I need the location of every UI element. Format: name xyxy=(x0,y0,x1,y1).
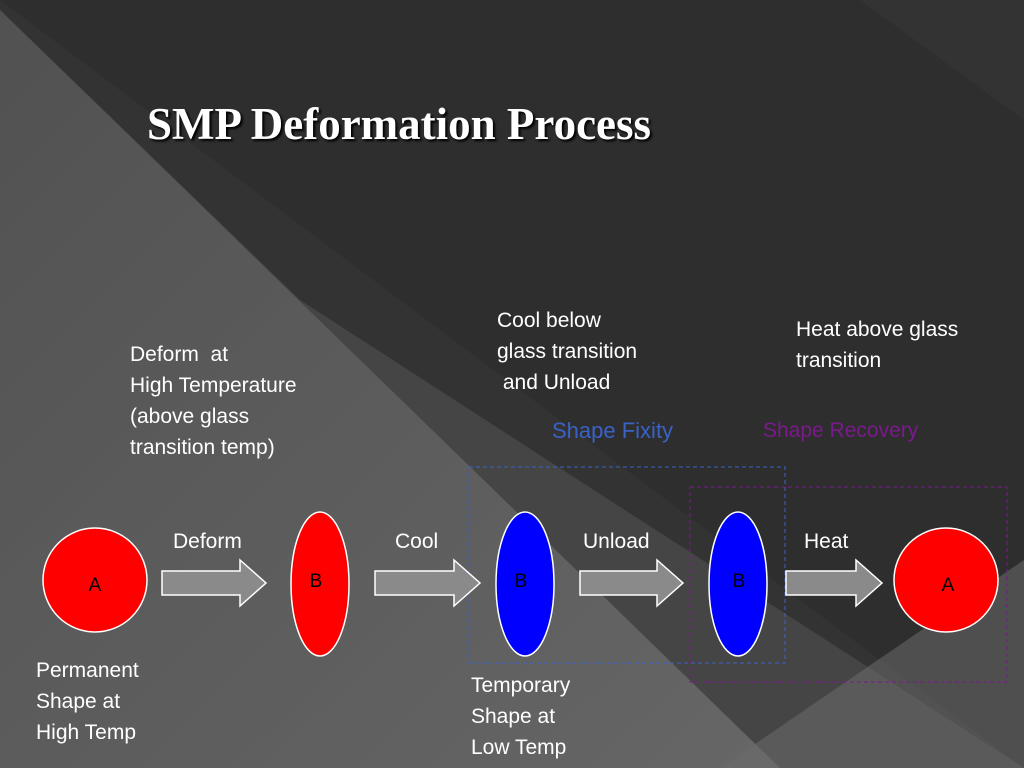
heat-condition-line: Heat above glass xyxy=(796,318,959,341)
permanent-shape-caption: Permanent Shape at High Temp xyxy=(36,655,139,748)
cool-condition-text: Cool below glass transition and Unload xyxy=(497,305,637,398)
cool-condition-line: and Unload xyxy=(497,371,611,394)
temporary-shape-line: Temporary xyxy=(471,674,571,697)
shape-label: B xyxy=(515,571,528,592)
permanent-shape-line: High Temp xyxy=(36,721,136,744)
step-cool-label: Cool xyxy=(395,530,439,553)
shape-recovery-label: Shape Recovery xyxy=(763,419,919,442)
permanent-shape-line: Shape at xyxy=(36,690,121,713)
temporary-shape-line: Low Temp xyxy=(471,736,567,759)
temporary-shape-line: Shape at xyxy=(471,705,556,728)
deform-arrow xyxy=(161,558,268,608)
deform-condition-line: Deform at xyxy=(130,343,229,366)
shape-label: A xyxy=(89,575,102,596)
deform-condition-line: High Temperature xyxy=(130,374,297,397)
deform-condition-text: Deform at High Temperature (above glass … xyxy=(130,339,297,463)
permanent-shape-line: Permanent xyxy=(36,659,139,682)
permanent-shape-a: A xyxy=(42,527,148,633)
heat-condition-line: transition xyxy=(796,349,882,372)
cool-condition-line: Cool below xyxy=(497,309,601,332)
step-deform-label: Deform xyxy=(173,530,242,553)
deform-condition-line: (above glass xyxy=(130,405,250,428)
cooled-shape-b: B xyxy=(495,511,555,657)
step-heat-label: Heat xyxy=(804,530,849,553)
deformed-shape-b: B xyxy=(290,511,350,657)
shape-fixity-label: Shape Fixity xyxy=(552,418,674,443)
unloaded-shape-b: B xyxy=(708,511,768,657)
shape-label: B xyxy=(733,571,746,592)
unload-arrow xyxy=(579,558,685,608)
shape-label: A xyxy=(942,575,955,596)
page-title: SMP Deformation Process xyxy=(147,99,652,149)
heat-arrow xyxy=(785,558,884,608)
temporary-shape-caption: Temporary Shape at Low Temp xyxy=(471,670,570,763)
shape-label: B xyxy=(310,571,323,592)
recovered-shape-a: A xyxy=(893,527,999,633)
cool-condition-line: glass transition xyxy=(497,340,638,363)
heat-condition-text: Heat above glass transition xyxy=(796,314,958,376)
shape-recovery-region xyxy=(689,486,1008,683)
cool-arrow xyxy=(374,558,482,608)
shape-fixity-region xyxy=(468,466,786,664)
deform-condition-line: transition temp) xyxy=(130,436,275,459)
step-unload-label: Unload xyxy=(583,530,650,553)
